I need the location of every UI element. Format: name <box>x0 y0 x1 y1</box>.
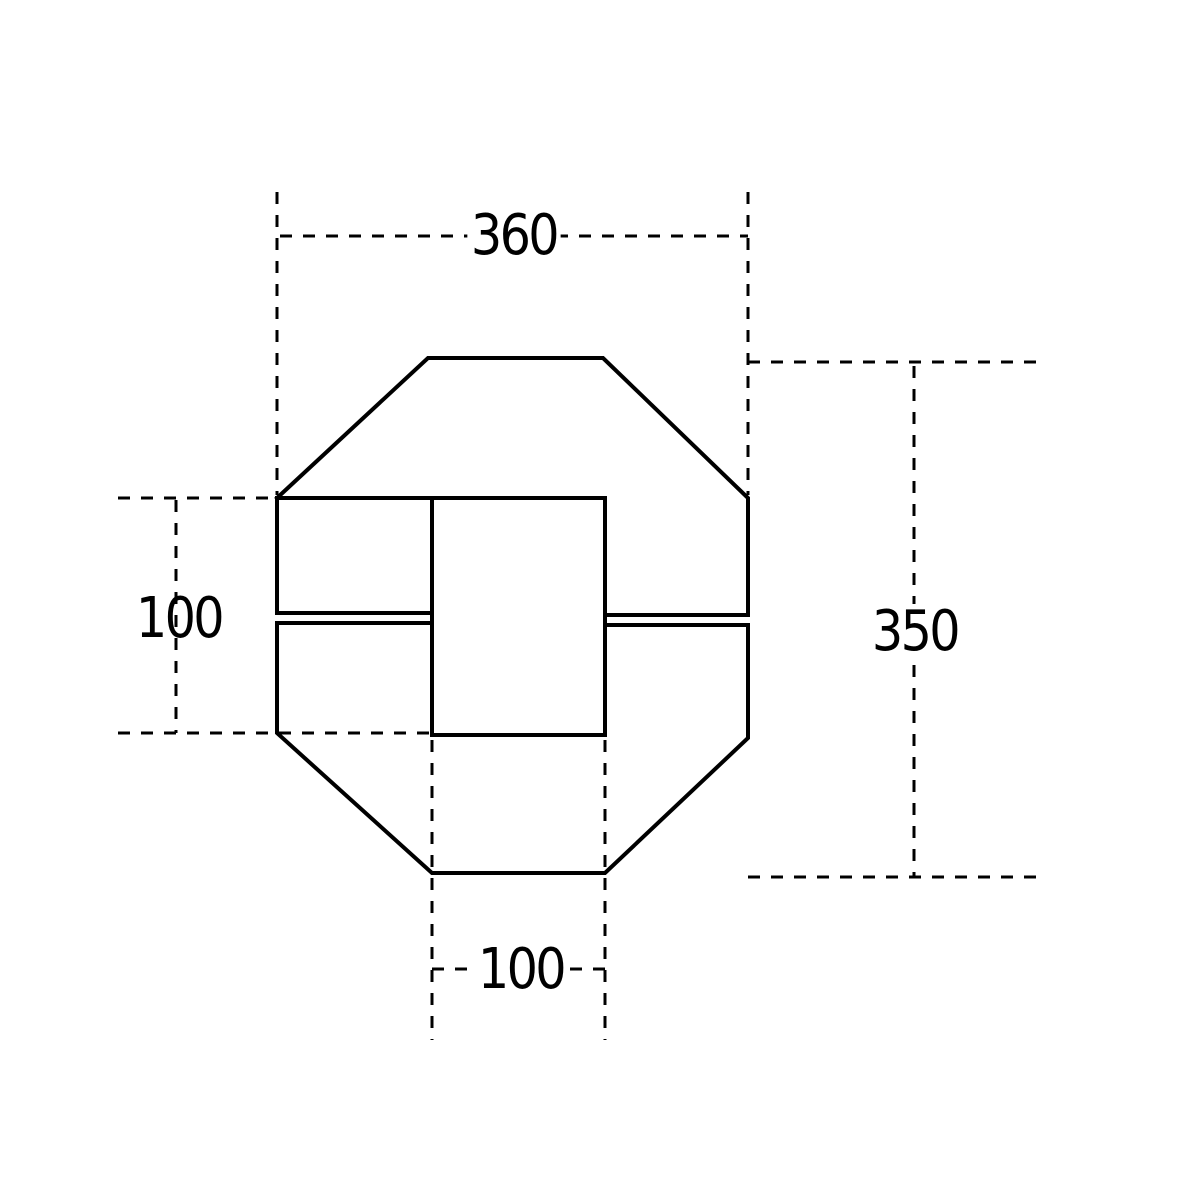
octagon-outline <box>274 356 750 875</box>
top-chamfer-outline <box>274 356 750 617</box>
dimension-label-height: 350 <box>868 604 962 660</box>
upper-left-panel <box>275 496 434 615</box>
dimension-label-center-width: 100 <box>474 942 568 998</box>
dimension-label-width: 360 <box>467 208 561 264</box>
central-rectangle <box>430 496 607 737</box>
dimension-left-height-100 <box>118 496 430 735</box>
dimension-label-left-height: 100 <box>135 586 225 651</box>
lower-left-panel <box>275 621 750 875</box>
dimension-center-width-100 <box>430 740 607 1040</box>
